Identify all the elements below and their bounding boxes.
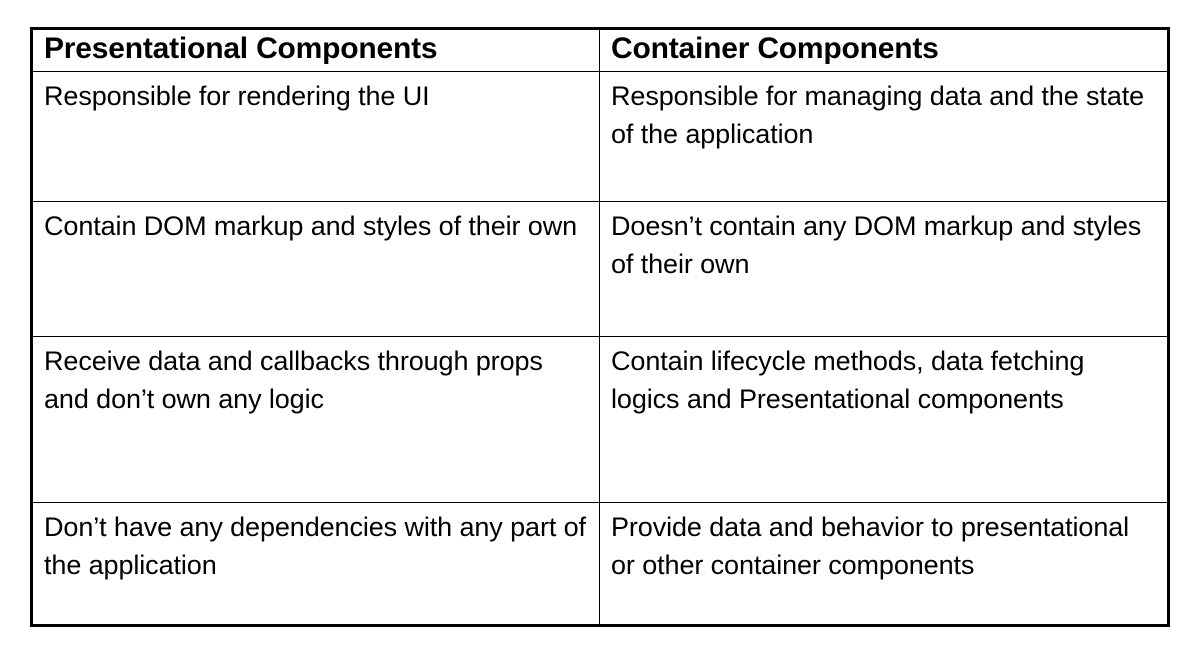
table-row: Don’t have any dependencies with any par…: [31, 502, 1169, 626]
cell-presentational-2: Contain DOM markup and styles of their o…: [31, 201, 600, 337]
cell-text: Responsible for rendering the UI: [44, 81, 430, 111]
cell-container-3: Contain lifecycle methods, data fetching…: [599, 336, 1169, 503]
column-header-container: Container Components: [599, 28, 1169, 72]
cell-text: Don’t have any dependencies with any par…: [44, 512, 586, 580]
cell-presentational-4: Don’t have any dependencies with any par…: [31, 502, 600, 626]
cell-presentational-3: Receive data and callbacks through props…: [31, 336, 600, 503]
table-header-row: Presentational Components Container Comp…: [31, 28, 1169, 72]
cell-text: Contain lifecycle methods, data fetching…: [611, 346, 1085, 414]
cell-text: Responsible for managing data and the st…: [611, 81, 1145, 149]
table-row: Receive data and callbacks through props…: [31, 336, 1169, 503]
column-header-presentational: Presentational Components: [31, 28, 600, 72]
table-header: Presentational Components Container Comp…: [31, 28, 1169, 72]
column-header-container-label: Container Components: [611, 32, 939, 65]
table-row: Responsible for rendering the UI Respons…: [31, 71, 1169, 202]
column-header-presentational-label: Presentational Components: [44, 32, 438, 65]
cell-text: Doesn’t contain any DOM markup and style…: [611, 211, 1142, 279]
cell-text: Receive data and callbacks through props…: [44, 346, 543, 414]
cell-container-1: Responsible for managing data and the st…: [599, 71, 1169, 202]
table-row: Contain DOM markup and styles of their o…: [31, 201, 1169, 337]
comparison-table: Presentational Components Container Comp…: [30, 27, 1170, 627]
cell-presentational-1: Responsible for rendering the UI: [31, 71, 600, 202]
cell-text: Contain DOM markup and styles of their o…: [44, 211, 578, 241]
cell-text: Provide data and behavior to presentatio…: [611, 512, 1130, 580]
cell-container-4: Provide data and behavior to presentatio…: [599, 502, 1169, 626]
table-body: Responsible for rendering the UI Respons…: [31, 71, 1169, 626]
cell-container-2: Doesn’t contain any DOM markup and style…: [599, 201, 1169, 337]
